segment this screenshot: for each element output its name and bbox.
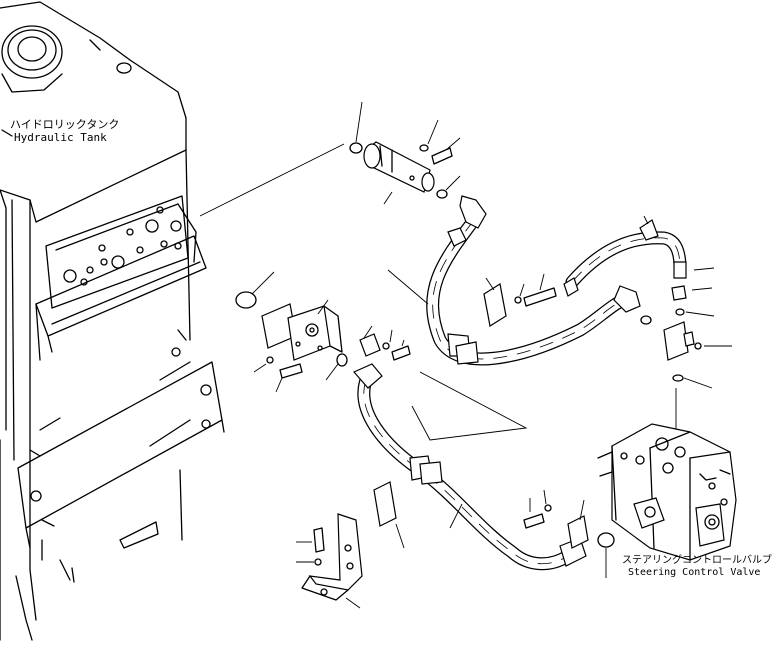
leader-line xyxy=(445,175,461,191)
leader-line xyxy=(691,287,713,291)
o-ring xyxy=(597,532,615,548)
leader-line xyxy=(683,377,713,389)
leader-line xyxy=(345,597,361,609)
l-bracket xyxy=(301,513,363,601)
tee-fitting-port xyxy=(683,331,695,347)
o-ring xyxy=(349,142,363,154)
tee-fitting xyxy=(663,321,689,361)
leader-line xyxy=(693,267,715,271)
steering-control-valve xyxy=(597,423,737,561)
suction-elbow-pipe xyxy=(363,141,435,193)
leader-line xyxy=(383,191,393,205)
washer xyxy=(419,144,429,152)
adapter-fitting xyxy=(671,285,687,301)
leader-line xyxy=(543,489,547,505)
callout-lines xyxy=(411,371,528,441)
o-ring xyxy=(672,374,684,382)
washer xyxy=(694,342,702,350)
leader-line xyxy=(643,215,649,225)
leader-line xyxy=(389,329,393,343)
leader-line xyxy=(355,101,363,143)
leader-line xyxy=(539,273,545,291)
washer xyxy=(514,296,522,304)
o-ring xyxy=(336,353,348,367)
leader-line xyxy=(449,503,463,529)
bolt xyxy=(391,345,411,361)
hose-lower xyxy=(353,363,587,571)
washer xyxy=(266,356,274,364)
leader-line xyxy=(445,137,461,151)
bolt xyxy=(431,147,453,165)
leader-line xyxy=(317,299,329,315)
o-ring xyxy=(235,291,257,309)
leader-line xyxy=(395,523,405,549)
leader-line xyxy=(579,499,585,521)
suction-flange-block xyxy=(261,303,343,361)
o-ring xyxy=(675,308,685,316)
hose-pilot xyxy=(563,219,687,297)
bolt xyxy=(279,363,303,379)
leader-line xyxy=(275,377,283,393)
steering-control-valve-label-jp: ステアリングコントロールバルブ xyxy=(622,555,772,566)
split-flange xyxy=(567,515,589,549)
hose-upper xyxy=(426,195,641,366)
hydraulic-tank-label-en: Hydraulic Tank xyxy=(14,131,107,144)
leader-line xyxy=(363,325,373,339)
bolt xyxy=(313,527,325,553)
bolt xyxy=(523,287,557,307)
leader-line xyxy=(199,143,345,217)
split-flange xyxy=(359,333,381,357)
o-ring xyxy=(436,189,448,199)
o-ring xyxy=(640,315,652,325)
washer xyxy=(382,342,390,350)
leader-line xyxy=(685,311,715,317)
leader-line xyxy=(251,271,275,295)
steering-control-valve-label-en: Steering Control Valve xyxy=(628,567,761,578)
bolt xyxy=(523,513,545,529)
clamp-bracket xyxy=(373,481,397,527)
leader-line xyxy=(485,277,495,291)
clamp-bracket xyxy=(483,283,507,327)
hydraulic-tank xyxy=(0,1,225,641)
leader-line xyxy=(427,119,439,145)
leader-line xyxy=(325,363,339,381)
hydraulic-tank-label-jp: ハイドロリックタンク xyxy=(10,118,120,131)
leader-line xyxy=(253,363,267,373)
washer xyxy=(544,504,552,512)
washer xyxy=(314,558,322,566)
leader-line xyxy=(401,339,405,347)
leader-line xyxy=(387,269,429,305)
leader-line xyxy=(519,283,525,297)
